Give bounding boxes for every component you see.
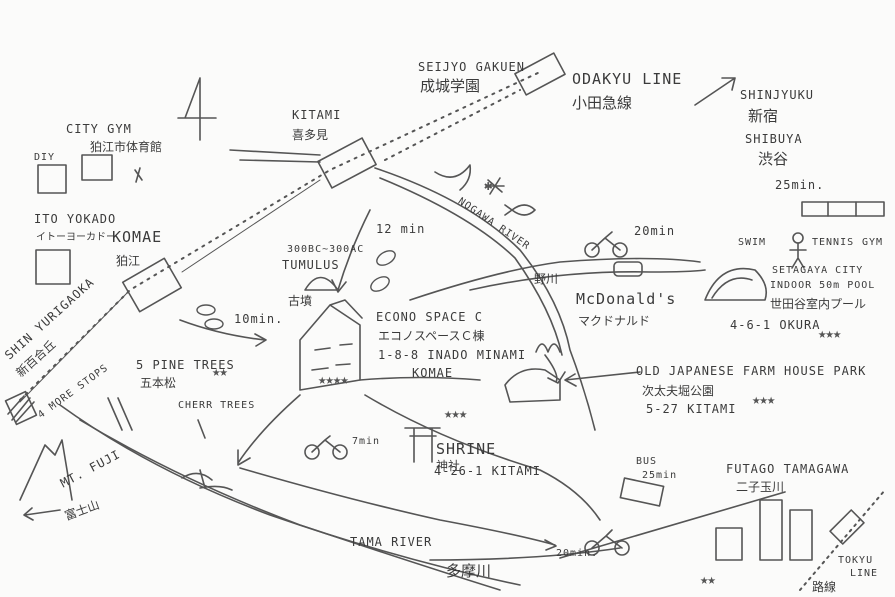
bicycle-icon-3 xyxy=(584,529,630,556)
car-icon xyxy=(613,261,643,277)
shrine-address-label: 4-26-1 KITAMI xyxy=(434,464,541,478)
shinjuku-label-jp: 新宿 xyxy=(748,107,779,125)
bike-20-label: 20min xyxy=(634,224,676,238)
ito-yokado-label: ITO YOKADO xyxy=(34,212,117,226)
shrine-stars: ★★★ xyxy=(444,406,467,422)
bike-20b-label: 20min. xyxy=(556,548,599,559)
river-star: ✱ xyxy=(484,178,493,194)
mcdonalds-label: McDonald's xyxy=(576,290,677,308)
shibuya-label: SHIBUYA xyxy=(745,132,803,146)
seijo-label: SEIJYO GAKUEN xyxy=(418,60,525,74)
tumulus-label: TUMULUS xyxy=(282,258,340,272)
pool-label-2: INDOOR 50m POOL xyxy=(770,280,876,291)
pool-label-1: SETAGAYA CITY xyxy=(772,265,864,276)
mcdonalds-label-jp: マクドナルド xyxy=(578,314,651,328)
tumulus-icon xyxy=(304,276,339,291)
gym-building xyxy=(81,154,113,181)
tokyu-label-1: TOKYU xyxy=(838,555,874,566)
kitami-station xyxy=(317,137,377,189)
econo-house-icon xyxy=(299,299,363,391)
tumulus-date-label: 300BC~300AC xyxy=(287,244,365,255)
bus-time-label: 25min xyxy=(642,470,678,481)
pool-address-label: 4-6-1 OKURA xyxy=(730,318,821,332)
pool-label-jp: 世田谷室内プール xyxy=(770,297,867,311)
tumulus-label-jp: 古墳 xyxy=(288,294,313,308)
econo-address-label-2: KOMAE xyxy=(412,366,454,380)
komae-label: KOMAE xyxy=(112,228,163,246)
econo-label-jp: エコノスペースＣ棟 xyxy=(378,329,485,343)
shinjuku-label: SHINJYUKU xyxy=(740,88,815,102)
tokyu-label-2: LINE xyxy=(850,568,879,579)
econo-label: ECONO SPACE C xyxy=(376,310,483,324)
walk-12-label: 12 min xyxy=(376,222,426,236)
komae-label-jp: 狛江 xyxy=(116,254,141,268)
seijo-label-jp: 成城学園 xyxy=(420,77,481,95)
north-arrow-icon xyxy=(177,77,217,141)
econo-stars: ★★★★ xyxy=(318,372,349,388)
tama-label-jp: 多摩川 xyxy=(446,562,492,580)
farm-stars: ★★★ xyxy=(752,392,775,408)
seijo-station xyxy=(514,52,566,96)
futago-tower-2 xyxy=(759,499,783,561)
shrine-torii-icon xyxy=(404,427,441,463)
mcdonalds-icon xyxy=(535,343,561,353)
bicycle-icon-2 xyxy=(584,231,628,258)
shibuya-label-jp: 渋谷 xyxy=(758,150,789,168)
tennis-label: TENNIS xyxy=(812,237,855,248)
pool-dome-icon xyxy=(704,267,768,301)
farm-house-icon xyxy=(504,368,561,403)
tama-label: TAMA RIVER xyxy=(350,535,433,549)
pool-stars: ★★★ xyxy=(818,326,841,342)
five-pines-label-jp: 五本松 xyxy=(140,376,177,390)
nogawa-river xyxy=(374,167,596,431)
futago-stars: ★★ xyxy=(700,572,716,588)
odakyu-label: ODAKYU LINE xyxy=(572,70,683,88)
tokyu-label-jp: 路線 xyxy=(812,580,837,594)
bus-label: BUS xyxy=(636,456,658,467)
ito-yokado-building xyxy=(35,249,71,285)
train-icon xyxy=(801,201,885,217)
shrine-label: SHRINE xyxy=(436,440,497,458)
diy-building xyxy=(37,164,67,194)
shrine-label-jp: 神社 xyxy=(436,459,461,473)
bicycle-icon-1 xyxy=(304,435,348,460)
tokyu-railway xyxy=(799,489,886,591)
econo-address-label: 1-8-8 INADO MINAMI xyxy=(378,348,527,362)
gym-label: GYM xyxy=(862,237,884,248)
futago-tower-1 xyxy=(715,527,743,561)
farm-address-label: 5-27 KITAMI xyxy=(646,402,737,416)
bike-7-label: 7min xyxy=(352,436,381,447)
ito-yokado-label-jp: イトーヨーカドー xyxy=(36,232,116,243)
mt-fuji-icon xyxy=(19,439,73,501)
bus-icon xyxy=(619,477,665,507)
shinjuku-time-label: 25min. xyxy=(775,178,825,192)
kitami-label: KITAMI xyxy=(292,108,342,122)
kitami-label-jp: 喜多見 xyxy=(292,128,329,142)
swim-label: SWIM xyxy=(738,237,767,248)
futago-label-jp: 二子玉川 xyxy=(736,480,785,494)
city-gym-label-jp: 狛江市体育館 xyxy=(90,140,163,154)
futago-label: FUTAGO TAMAGAWA xyxy=(726,462,850,476)
tama-river xyxy=(59,404,521,586)
five-pines-label: 5 PINE TREES xyxy=(136,358,235,372)
cherry-trees-label: CHERR TREES xyxy=(178,400,256,411)
futago-tower-3 xyxy=(789,509,813,561)
odakyu-label-jp: 小田急線 xyxy=(572,94,633,112)
farm-label-jp: 次太夫堀公園 xyxy=(642,384,715,398)
nogawa-label-jp: 野川 xyxy=(534,272,559,286)
odakyu-railway xyxy=(19,71,541,401)
five-pines-stars: ★★ xyxy=(212,364,228,380)
farm-label: OLD JAPANESE FARM HOUSE PARK xyxy=(636,364,867,378)
walk-10-label: 10min. xyxy=(234,312,284,326)
komae-station xyxy=(121,257,183,313)
city-gym-label: CITY GYM xyxy=(66,122,132,136)
diy-label: DIY xyxy=(34,152,56,163)
